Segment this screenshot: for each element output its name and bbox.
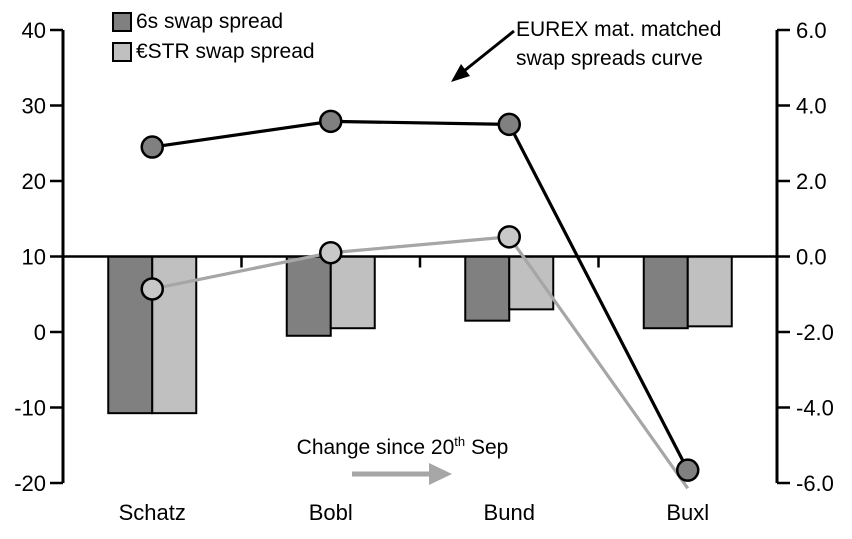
right-axis-tick-label: -6.0 bbox=[796, 471, 834, 496]
left-axis-tick-label: 30 bbox=[22, 94, 46, 119]
annotation-arrow-line bbox=[463, 29, 515, 73]
legend-item-6s: 6s swap spread bbox=[112, 11, 315, 32]
category-label-schatz: Schatz bbox=[119, 500, 186, 525]
legend: 6s swap spread €STR swap spread bbox=[112, 11, 315, 71]
change-arrow-head-icon bbox=[429, 463, 452, 485]
left-axis-tick-label: 0 bbox=[34, 320, 46, 345]
bar-6s-buxl bbox=[642, 255, 689, 330]
right-axis-tick-label: 2.0 bbox=[796, 169, 827, 194]
6s-curve-marker-schatz bbox=[140, 135, 164, 159]
6s-curve-marker-bobl bbox=[319, 109, 343, 134]
legend-swatch-6s-icon bbox=[112, 11, 132, 32]
change-since-superscript: th bbox=[454, 434, 466, 449]
left-axis-tick-label: 10 bbox=[22, 245, 46, 270]
right-axis-tick-label: 0.0 bbox=[796, 245, 827, 270]
6s-curve-marker-buxl bbox=[676, 458, 700, 482]
bar-estr-bobl bbox=[329, 255, 376, 330]
bar-estr-buxl bbox=[686, 255, 733, 328]
left-axis-tick-label: -20 bbox=[14, 471, 46, 496]
legend-label-estr: €STR swap spread bbox=[136, 40, 315, 63]
estr-curve-line bbox=[151, 235, 690, 490]
left-axis-tick-label: -10 bbox=[14, 396, 46, 421]
left-axis-tick-label: 20 bbox=[22, 169, 46, 194]
curve-annotation: EUREX mat. matched swap spreads curve bbox=[516, 15, 721, 73]
estr-curve-marker-schatz bbox=[140, 277, 164, 301]
6s-curve-marker-bund bbox=[497, 112, 521, 137]
right-axis-tick-label: 4.0 bbox=[796, 94, 827, 119]
category-label-buxl: Buxl bbox=[666, 500, 709, 525]
estr-curve-marker-bund bbox=[497, 225, 521, 249]
estr-curve-marker-bobl bbox=[319, 240, 343, 265]
category-label-bobl: Bobl bbox=[309, 500, 353, 525]
left-axis-tick-label: 40 bbox=[22, 18, 46, 43]
right-axis-tick-label: -4.0 bbox=[796, 396, 834, 421]
change-since-suffix: Sep bbox=[465, 436, 509, 459]
category-label-bund: Bund bbox=[484, 500, 535, 525]
legend-label-6s: 6s swap spread bbox=[136, 10, 284, 33]
change-since-text: Change since 20 bbox=[296, 436, 455, 459]
legend-item-estr: €STR swap spread bbox=[112, 41, 315, 62]
curve-annotation-line2: swap spreads curve bbox=[516, 47, 703, 70]
right-axis-tick-label: -2.0 bbox=[796, 320, 834, 345]
curve-annotation-line1: EUREX mat. matched bbox=[516, 18, 722, 41]
legend-swatch-estr-icon bbox=[112, 41, 132, 62]
annotation-arrow-head-icon bbox=[451, 64, 470, 82]
change-since-label: Change since 20th Sep bbox=[280, 434, 525, 460]
right-axis-tick-label: 6.0 bbox=[796, 18, 827, 43]
bar-6s-bobl bbox=[285, 255, 332, 337]
6s-curve-line bbox=[152, 119, 690, 471]
bar-6s-bund bbox=[464, 255, 511, 322]
bar-estr-bund bbox=[508, 255, 555, 311]
